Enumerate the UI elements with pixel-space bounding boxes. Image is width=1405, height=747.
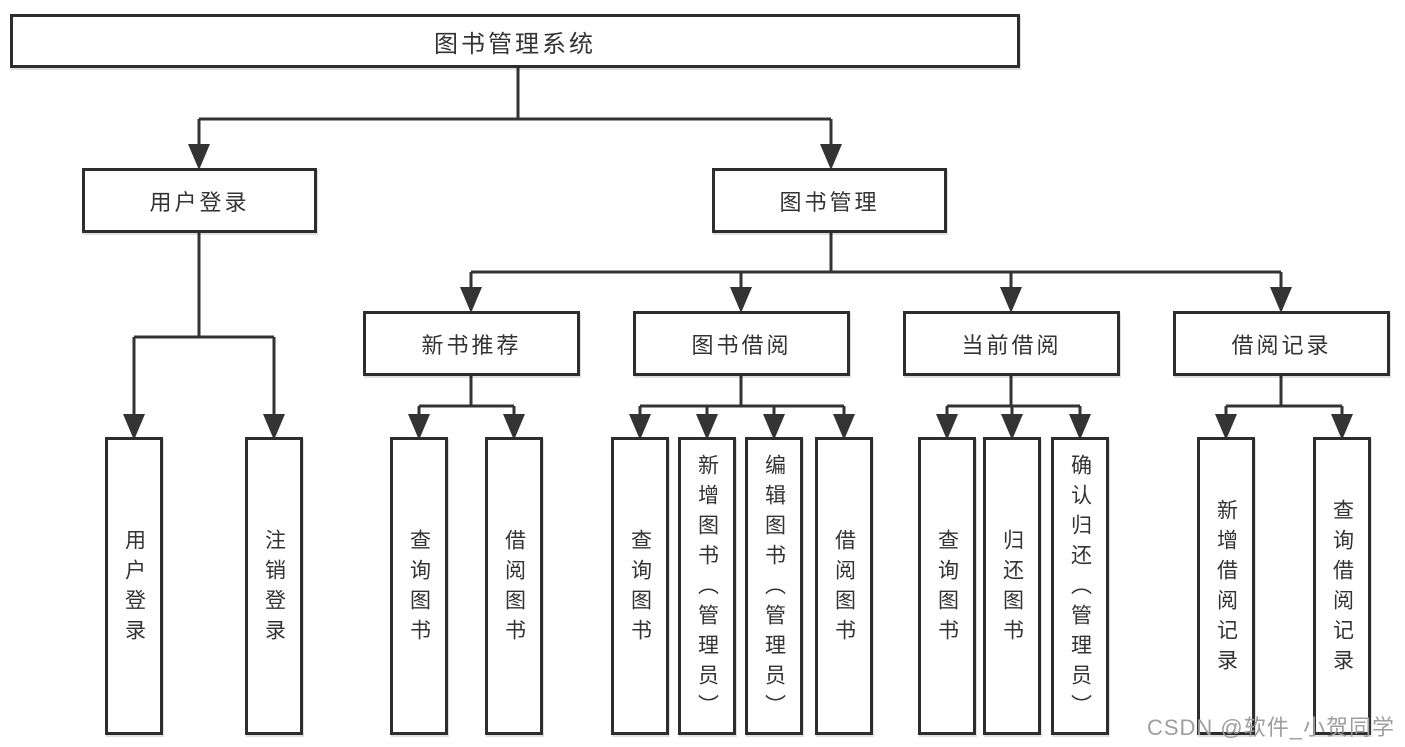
node-label: 图书借阅 [691,332,792,358]
leaf-add-books-admin: 新增图书（管理员） [678,437,736,735]
csdn-watermark: CSDN @软件_小贺同学 [1146,715,1395,740]
node-book-borrowing: 图书借阅 [633,311,850,376]
leaf-logout: 注销登录 [245,437,303,735]
node-user-login: 用户登录 [82,168,317,233]
leaf-return-books: 归还图书 [983,437,1041,735]
node-label: 用户登录 [149,189,250,215]
leaf-query-borrow-record: 查询借阅记录 [1313,437,1371,735]
node-label: 图书管理 [779,189,880,215]
leaf-query-books: 查询图书 [611,437,669,735]
node-library-management-system: 图书管理系统 [10,14,1020,68]
node-label: 当前借阅 [961,332,1062,358]
leaf-user-login: 用户登录 [105,437,163,735]
node-borrowing-records: 借阅记录 [1173,311,1390,376]
leaf-edit-books-admin: 编辑图书（管理员） [745,437,803,735]
leaf-add-borrow-record: 新增借阅记录 [1197,437,1255,735]
leaf-confirm-return-admin: 确认归还（管理员） [1051,437,1109,735]
node-label: 图书管理系统 [434,30,596,58]
leaf-borrow-books: 借阅图书 [815,437,873,735]
arrowheads [123,144,1353,440]
node-book-management: 图书管理 [712,168,947,233]
node-current-borrowing: 当前借阅 [903,311,1120,376]
leaf-query-books: 查询图书 [918,437,976,735]
node-label: 借阅记录 [1231,332,1332,358]
leaf-query-books: 查询图书 [390,437,448,735]
node-label: 新书推荐 [421,332,522,358]
node-new-book-recommend: 新书推荐 [363,311,580,376]
leaf-borrow-books: 借阅图书 [485,437,543,735]
